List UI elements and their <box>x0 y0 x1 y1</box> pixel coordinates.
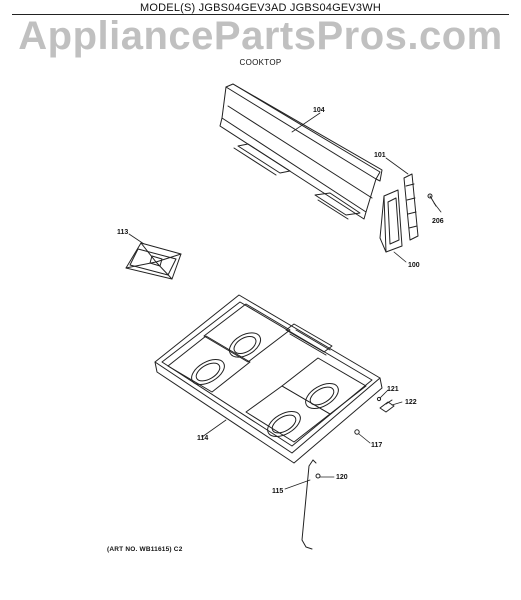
site-watermark: AppliancePartsPros.com <box>18 14 503 58</box>
callout-113: 113 <box>117 229 128 236</box>
part-100-end-cap[interactable] <box>379 189 403 253</box>
part-114-cooktop[interactable] <box>154 294 383 464</box>
part-120-clip[interactable] <box>315 473 321 479</box>
callout-115: 115 <box>272 488 283 495</box>
callout-121: 121 <box>387 386 399 393</box>
callout-206: 206 <box>432 218 444 225</box>
callout-117: 117 <box>371 442 382 449</box>
part-122-clip[interactable] <box>379 399 395 413</box>
part-121-screw[interactable] <box>376 396 382 402</box>
callout-labels: 104 101 206 100 113 121 122 114 117 120 … <box>117 107 444 495</box>
section-title: COOKTOP <box>239 58 282 67</box>
leader-lines <box>128 112 442 490</box>
part-117-screw[interactable] <box>354 429 360 435</box>
callout-120: 120 <box>336 474 348 481</box>
callout-114: 114 <box>197 435 208 442</box>
callout-104: 104 <box>313 107 325 114</box>
model-title: MODEL(S) JGBS04GEV3AD JGBS04GEV3WH <box>140 2 381 14</box>
part-101-side-bracket[interactable] <box>403 173 419 241</box>
callout-100: 100 <box>408 262 420 269</box>
part-104-backsplash[interactable] <box>219 83 383 220</box>
part-115-support-rod[interactable] <box>301 459 317 550</box>
callout-122: 122 <box>405 399 417 406</box>
art-number: (ART NO. WB11615) C2 <box>107 546 183 553</box>
callout-101: 101 <box>374 152 386 159</box>
part-113-burner-grate[interactable] <box>125 242 182 280</box>
header-divider <box>12 14 509 15</box>
